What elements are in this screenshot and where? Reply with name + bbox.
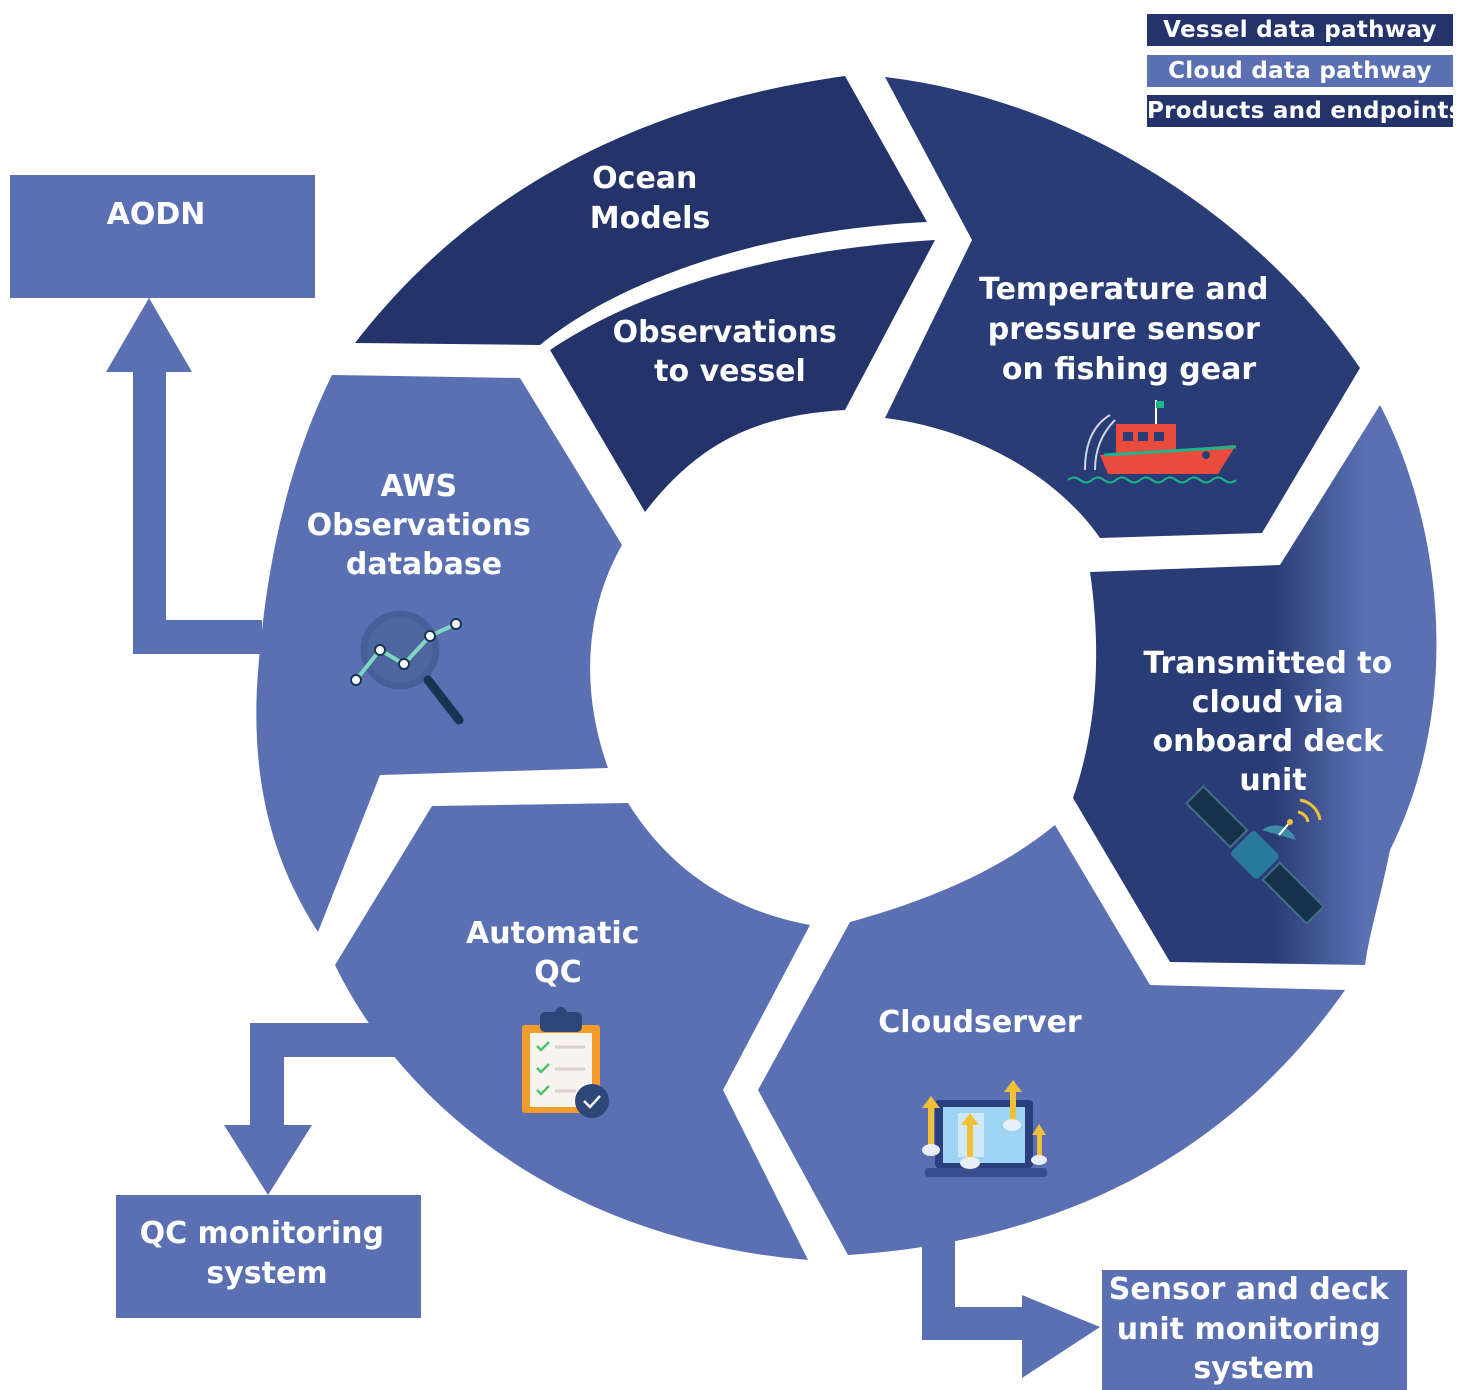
ocean-models-label: Ocean Models xyxy=(590,161,710,236)
aws-database-label: AWS Observations database xyxy=(307,469,542,582)
qc-monitoring-arrow xyxy=(224,1023,395,1195)
cloudserver-label: Cloudserver xyxy=(878,1005,1082,1040)
legend-vessel-pathway: Vessel data pathway xyxy=(1147,14,1453,46)
segment-ocean-models xyxy=(355,76,927,345)
qc-monitoring-box xyxy=(116,1195,421,1318)
transmitted-label: Transmitted to cloud via onboard deck un… xyxy=(1143,646,1402,798)
automatic-qc-label: Automatic QC xyxy=(466,916,650,990)
fishing-boat-icon xyxy=(1067,400,1237,484)
aodn-box xyxy=(10,175,315,298)
legend-cloud-pathway: Cloud data pathway xyxy=(1147,55,1453,87)
sensor-label: Temperature and pressure sensor on fishi… xyxy=(979,272,1279,387)
analytics-magnifier-icon xyxy=(350,610,464,725)
cloud-laptop-icon xyxy=(922,1080,1047,1177)
aodn-arrow xyxy=(106,298,262,654)
segment-transmitted xyxy=(1073,405,1437,965)
legend-products-endpoints: Products and endpoints xyxy=(1147,95,1453,127)
segment-cloudserver xyxy=(758,825,1345,1255)
segment-observations-to-vessel xyxy=(550,240,935,512)
segment-sensor xyxy=(885,77,1360,538)
aodn-label: AODN xyxy=(107,197,206,232)
sensor-monitoring-arrow xyxy=(922,1240,1100,1378)
qc-monitoring-label: QC monitoring system xyxy=(140,1216,395,1291)
checklist-icon xyxy=(522,1007,609,1118)
sensor-monitoring-label: Sensor and deck unit monitoring system xyxy=(1109,1272,1400,1386)
segment-aws-database xyxy=(256,375,622,932)
observations-to-vessel-label: Observations to vessel xyxy=(613,315,848,389)
satellite-icon xyxy=(1184,784,1326,926)
sensor-monitoring-box xyxy=(1102,1270,1407,1390)
